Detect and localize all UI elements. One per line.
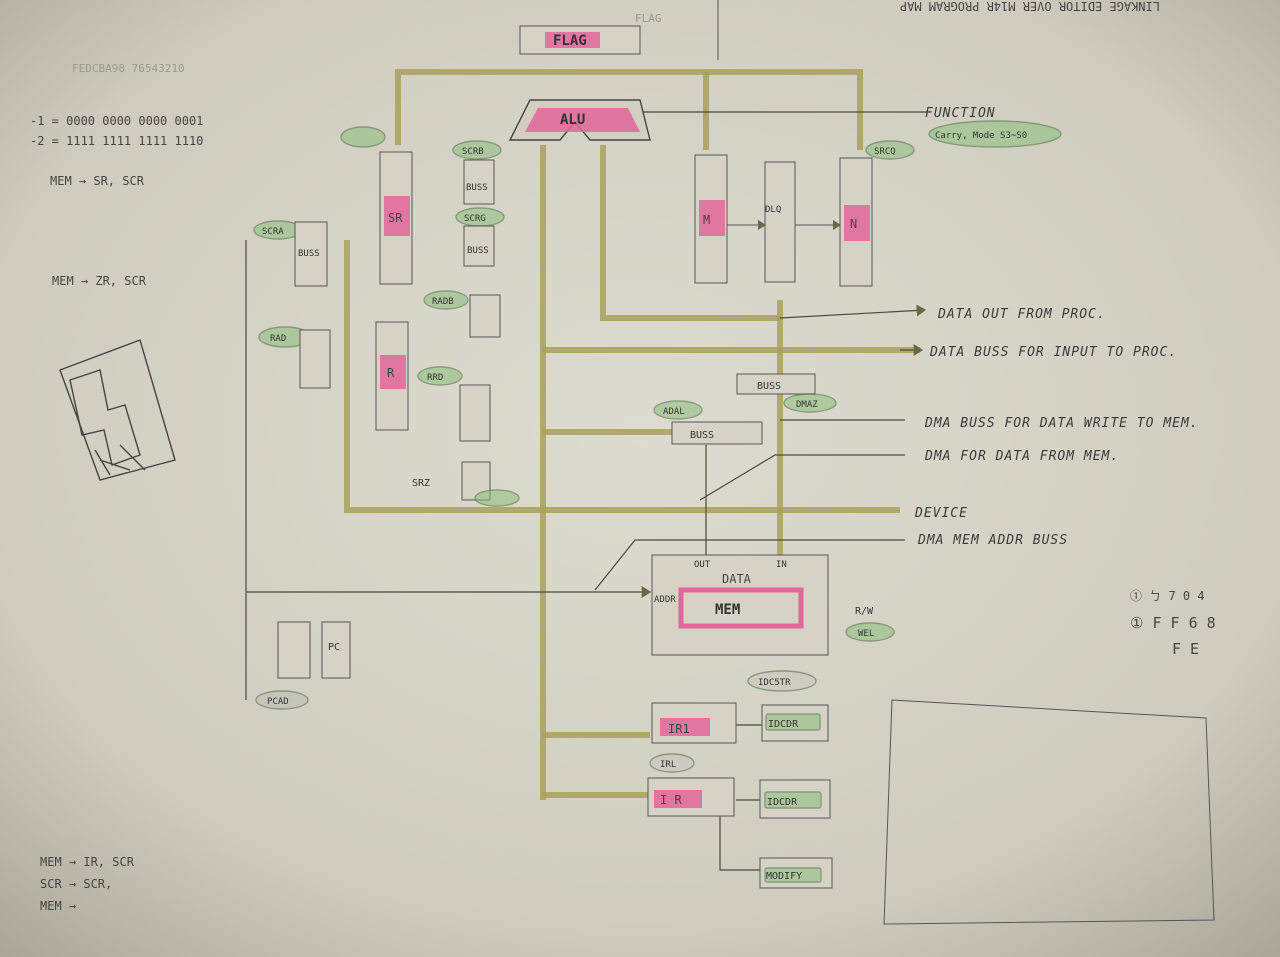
top-title: LINKAGE EDITOR OVER M14R PROGRAM MAP [900,0,1160,13]
note-mem-sr: MEM → SR, SCR [50,174,145,188]
bus-network [344,69,920,800]
data-out-label: DATA OUT FROM PROC. [937,307,1106,322]
dma-addr-label: DMA MEM ADDR BUSS [917,533,1068,548]
dlq-label: DLQ [765,205,781,215]
flag-label: FLAG [553,33,587,49]
mem-block [678,587,804,629]
irl-tag: IRL [660,760,676,770]
ir2-label: I R [660,793,682,807]
buss-label-1: BUSS [466,183,488,193]
buss-label-2: BUSS [467,246,489,256]
mem-label: MEM [715,602,740,618]
dma-read-label: DMA FOR DATA FROM MEM. [924,449,1119,464]
empty-box [883,699,1215,925]
note-header: FEDCBA98 76543210 [72,62,185,75]
scrb-tag: SCRB [462,147,484,157]
thin-wires [245,111,930,871]
out-label: OUT [694,560,711,570]
scrg-tag: SCRG [464,214,486,224]
idc5tr-tag: IDC5TR [758,678,791,688]
n-label: N [850,217,857,231]
pc-register [277,621,311,679]
pcad-tag: PCAD [267,697,289,707]
r-label: R [387,366,395,380]
data-label: DATA [722,572,752,586]
adal-tag: ADAL [663,407,685,417]
scribble-sketch [59,339,176,481]
rrd-buss [459,384,491,442]
rad-buss [299,329,331,389]
pc-label: PC [328,642,340,653]
note-bottom2: SCR → SCR, [40,877,112,891]
dma-buss-label: BUSS [690,430,714,441]
alu-label: ALU [560,112,585,128]
idcdr1-label: IDCDR [768,719,799,730]
radb-buss [469,294,501,338]
idcdr2-label: IDCDR [767,797,798,808]
main-buss [736,373,816,395]
modify-label: MODIFY [766,871,802,882]
srcq-tag: SRCQ [874,147,896,157]
addr-label: ADDR [654,595,676,605]
scrb-buss [463,159,495,205]
in-label: IN [776,560,787,570]
dma-buss [671,421,763,445]
rad-tag: RAD [270,334,286,344]
buss-label-3: BUSS [298,249,320,259]
function-note: Carry, Mode S3~S0 [935,131,1027,141]
function-label: FUNCTION [925,106,996,121]
device-label: DEVICE [914,506,968,521]
scra-tag: SCRA [262,227,284,237]
srz-tag: SRZ [412,478,430,489]
scrg-buss [463,225,495,267]
scra-buss [294,221,328,287]
note-bottom3: MEM → [40,899,76,913]
right-note-3: F E [1172,640,1199,658]
rrd-tag: RRD [427,373,443,383]
right-note-1: ① ㄅ 7 0 4 [1130,589,1205,603]
note-line2: -2 = 1111 1111 1111 1110 [30,134,203,148]
dlq-register [764,161,796,283]
m-label: M [703,213,710,227]
flag-tag: FLAG [635,12,662,25]
rw-label: R/W [855,606,874,617]
dma-write-label: DMA BUSS FOR DATA WRITE TO MEM. [924,416,1199,431]
note-mem-zr: MEM → ZR, SCR [52,274,147,288]
wel-tag: WEL [858,629,874,639]
dmaz-tag: DMAZ [796,400,818,410]
ir1-label: IR1 [668,722,690,736]
main-buss-label: BUSS [757,381,781,392]
data-buss-label: DATA BUSS FOR INPUT TO PROC. [929,345,1177,360]
right-note-2: ① F F 6 8 [1130,614,1216,632]
note-bottom1: MEM → IR, SCR [40,855,135,869]
note-line1: -1 = 0000 0000 0000 0001 [30,114,203,128]
radb-tag: RADB [432,297,454,307]
sr-label: SR [388,211,403,225]
